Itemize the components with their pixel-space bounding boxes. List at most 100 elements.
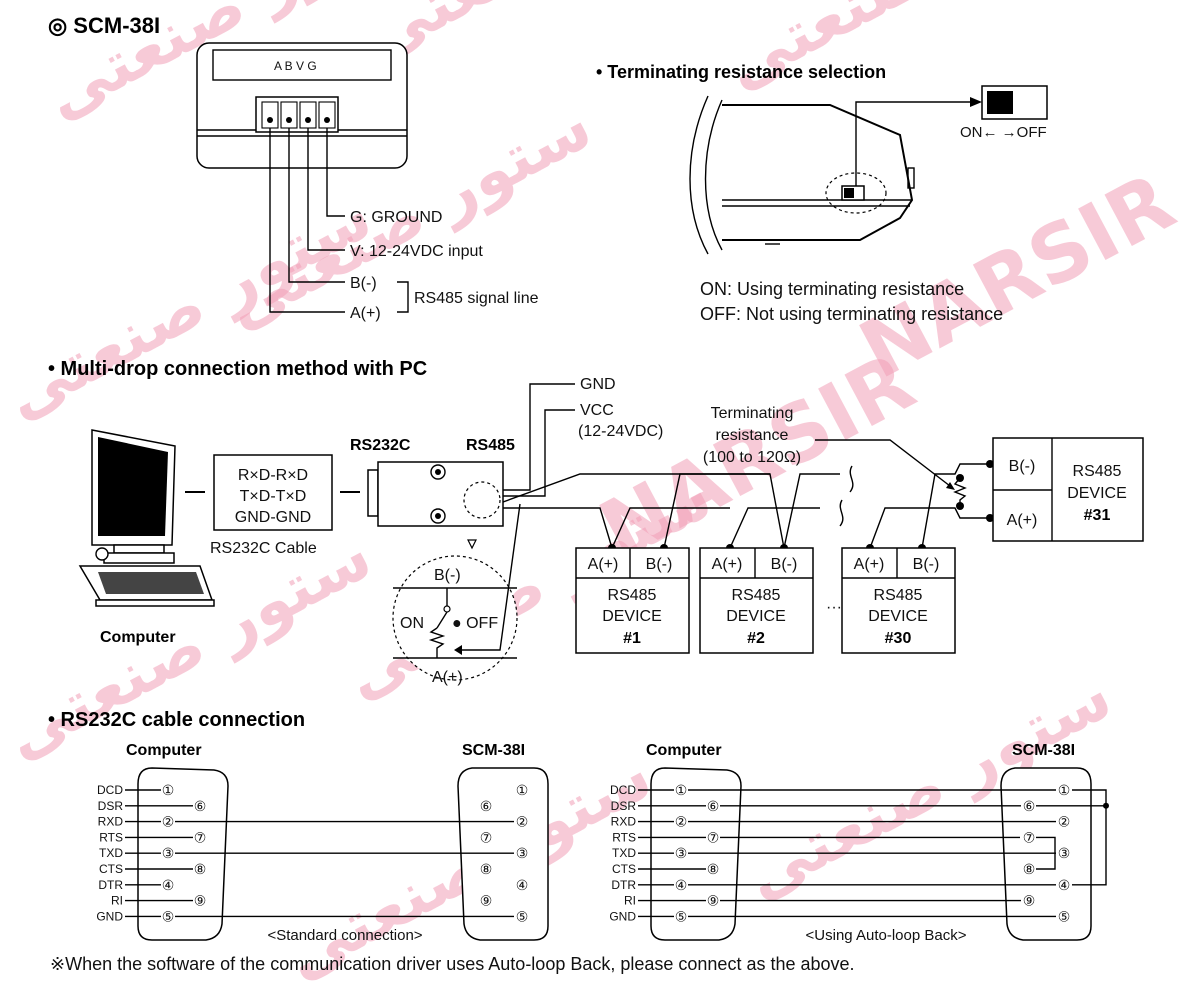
vin-label: V: 12-24VDC input [350,243,483,260]
watermark-text: ستور صنعتی [0,519,384,774]
std-computer-signal-cts: CTS [99,862,123,876]
computer-icon [78,429,215,607]
device-b-terminal: B(-) [771,556,798,573]
a-plus-label: A(+) [350,305,381,322]
rs232c-label: RS232C [350,437,411,454]
loop-computer-signal-gnd: GND [609,909,636,923]
rs485-device-30: A(+) B(-) RS485 DEVICE #30 [841,547,956,654]
arrow-icon [946,482,955,490]
terminal-leads [269,128,409,313]
zoom-a-plus: A(+) [432,669,463,686]
zoom-switch [392,503,521,681]
loop-computer-label: Computer [646,742,722,759]
loop-scm-pin-number: ⑧ [1023,861,1036,877]
device-line-1: RS485 [874,587,923,604]
rs485-label: RS485 [466,437,515,454]
std-scm-pin-number: ③ [516,845,529,861]
device-line-1: RS485 [1073,463,1122,480]
std-scm-pin-number: ④ [516,877,529,893]
std-computer-pin-number: ⑦ [194,829,207,845]
model-title: ◎ SCM-38I [48,13,160,38]
device-b-terminal: B(-) [646,556,673,573]
std-computer-pin-number: ⑨ [194,893,207,909]
device-a-terminal: A(+) [712,556,743,573]
cable-line-txd: T×D-T×D [240,488,307,505]
loop-scm-pin-number: ⑨ [1023,893,1036,909]
std-scm-pin-number: ⑥ [480,798,493,814]
loop-computer-signal-dcd: DCD [610,783,636,797]
loop-scm-pin-number: ④ [1058,877,1071,893]
std-computer-pin-number: ⑧ [194,861,207,877]
std-computer-label: Computer [126,742,202,759]
std-computer-signal-dsr: DSR [98,799,124,813]
std-computer-signal-gnd: GND [96,909,123,923]
zoom-pointer-icon [467,539,477,550]
std-computer-pin-number: ③ [162,845,175,861]
rs485-device-2: A(+) B(-) RS485 DEVICE #2 [699,547,814,654]
loop-computer-signal-cts: CTS [612,862,636,876]
device-number: #2 [747,630,765,647]
std-computer-connector [137,767,229,941]
computer-label: Computer [100,629,176,646]
loop-computer-signal-dtr: DTR [611,878,636,892]
loop-computer-pin-number: ⑤ [675,908,688,924]
std-scm-connector [457,767,549,941]
loop-computer-signal-txd: TXD [612,846,636,860]
scm-converter [367,461,504,550]
rs485-signal-label: RS485 signal line [414,290,539,307]
loop-scm-pin-number: ⑤ [1058,908,1071,924]
rs232c-cable-box [213,454,333,531]
terminal-screw-icon [267,117,273,123]
loop-computer-signal-ri: RI [624,894,636,908]
zoom-off-label: ● OFF [452,615,498,632]
cable-label: RS232C Cable [210,540,317,557]
std-scm-pin-number: ⑤ [516,908,529,924]
loop-computer-pin-number: ⑧ [707,861,720,877]
arrow-left-icon [454,645,462,655]
ground-label: G: GROUND [350,209,442,226]
terminal-screw-icon [324,117,330,123]
terminal-screw-icon [305,117,311,123]
loop-computer-pin-number: ③ [675,845,688,861]
loop-dcd-dsr-dtr-jumper [1036,789,1107,886]
off-description: OFF: Not using terminating resistance [700,304,1003,324]
gnd-label: GND [580,376,616,393]
device-ellipsis: ··· [826,599,842,616]
device-number: #1 [623,630,641,647]
autoloop-caption: <Using Auto-loop Back> [806,927,967,944]
loop-computer-pin-number: ⑥ [707,798,720,814]
loop-computer-signal-rts: RTS [612,830,636,844]
std-computer-signal-rxd: RXD [98,815,124,829]
std-computer-pin-number: ① [162,782,175,798]
device-a-terminal: A(+) [854,556,885,573]
autoloop-note: ※When the software of the communication … [50,954,855,974]
loop-rts-cts-jumper [720,836,1056,870]
term-label-2: resistance [716,427,789,444]
std-scm-pin-number: ① [516,782,529,798]
loop-computer-pin-number: ④ [675,877,688,893]
loop-computer-pin-number: ① [675,782,688,798]
device-line-2: DEVICE [1067,485,1127,502]
terminal-screw-icon [286,117,292,123]
device-number: #31 [1084,507,1111,524]
loop-scm-pin-number: ⑦ [1023,829,1036,845]
on-description: ON: Using terminating resistance [700,279,964,299]
loop-computer-connector [650,767,742,941]
device-line-2: DEVICE [726,608,786,625]
term-label-1: Terminating [711,405,794,422]
loop-scm-pin-number: ① [1058,782,1071,798]
loop-scm-pin-number: ⑥ [1023,798,1036,814]
device-line-1: RS485 [732,587,781,604]
multidrop-title: • Multi-drop connection method with PC [48,358,427,380]
zoom-b-minus: B(-) [434,567,461,584]
zoom-on-label: ON [400,615,424,632]
std-computer-pin-number: ④ [162,877,175,893]
loop-scm-pin-number: ② [1058,814,1071,830]
std-computer-signal-rts: RTS [99,830,123,844]
loop-scm-pin-number: ③ [1058,845,1071,861]
std-scm-pin-number: ② [516,814,529,830]
term-label-3: (100 to 120Ω) [703,449,801,466]
cable-line-rxd: R×D-R×D [238,467,308,484]
device-line-1: RS485 [608,587,657,604]
side-view [689,85,1048,255]
